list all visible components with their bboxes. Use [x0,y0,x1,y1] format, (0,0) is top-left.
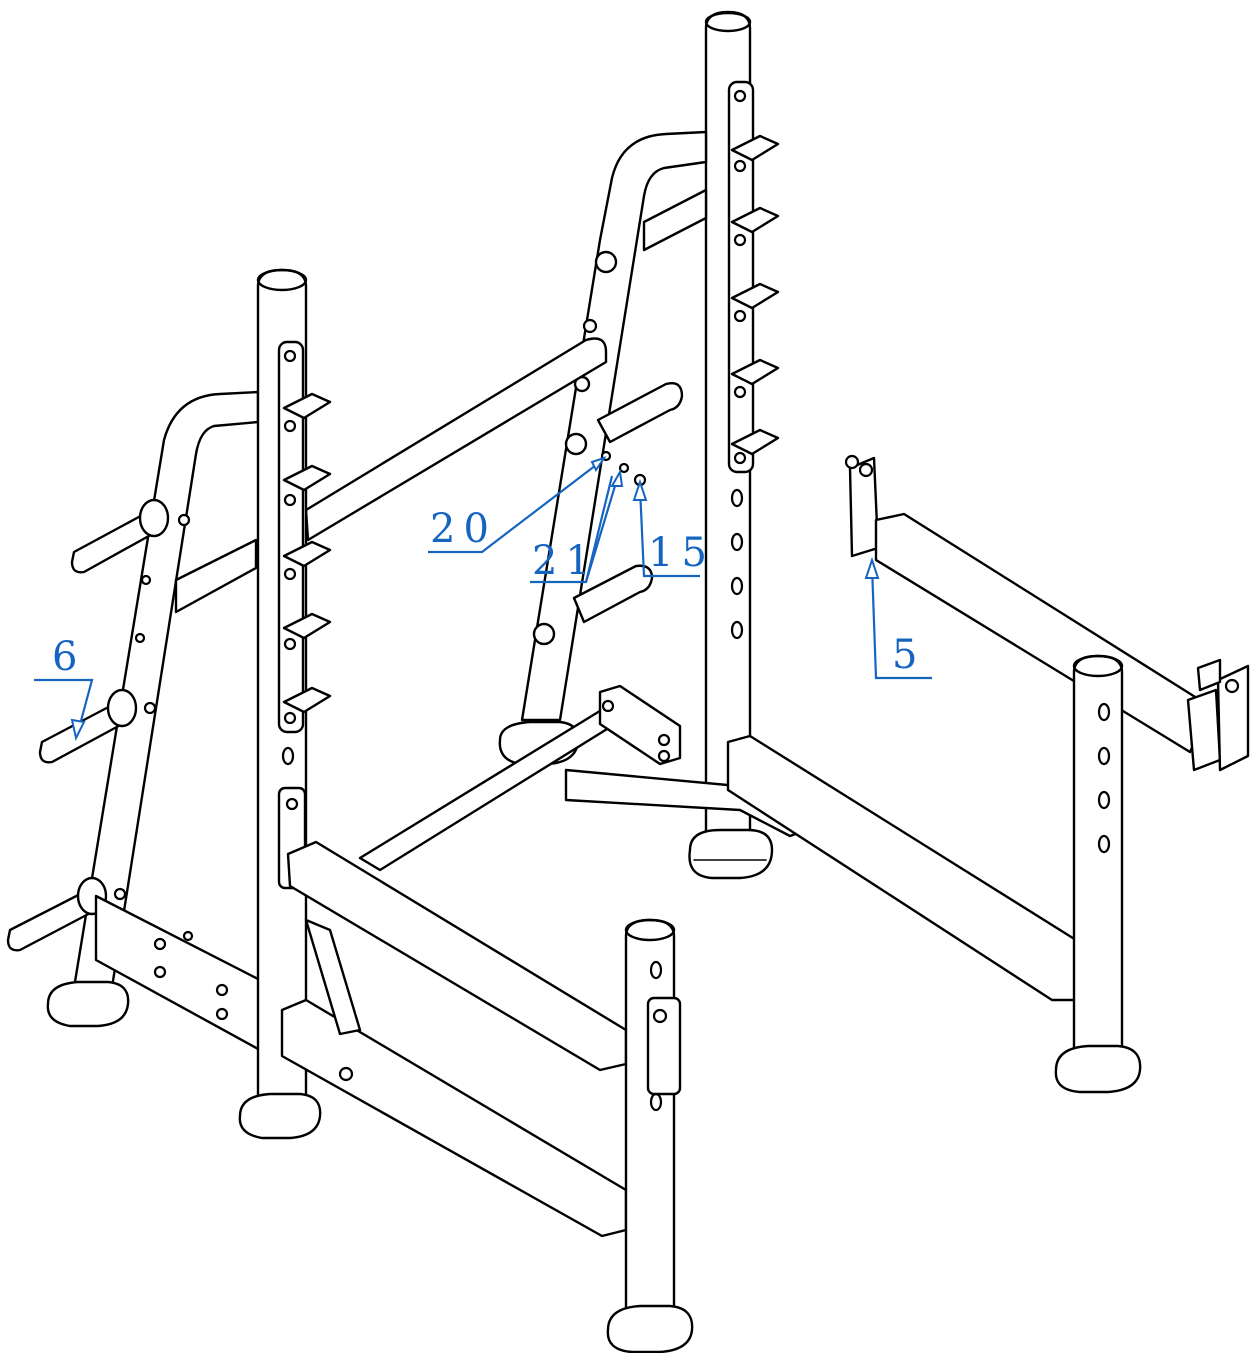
front-right-upright [606,918,694,1353]
back-right-upright [688,10,780,880]
callout-5: 5 [864,556,932,680]
callout-21-label: 21 [532,538,599,584]
callout-5-label: 5 [892,632,925,678]
back-top-tube [642,188,708,252]
callout-20: 20 [428,456,607,554]
callout-15: 15 [632,478,715,578]
callout-15-label: 15 [648,530,715,576]
fastener-hardware [600,450,647,487]
rear-right-short-upright [1054,654,1142,1094]
front-left-upright [238,268,332,1140]
rack-frame [6,10,1250,1353]
left-base-rail [94,894,262,1052]
callout-6-label: 6 [52,634,85,680]
callout-20-label: 20 [430,506,497,552]
callout-6: 6 [34,634,94,741]
right-base-rail [726,734,1078,1002]
back-weight-horns [572,382,684,624]
left-mid-tube [174,538,258,614]
callouts: 20 21 15 6 5 [34,456,932,741]
left-base-holes [153,930,229,1021]
left-plate-storage-arm [6,390,260,1028]
spotter-arm-part-5 [844,454,1250,772]
callout-21: 21 [530,468,624,584]
inner-brace [304,918,362,1036]
top-side-tube [304,337,608,542]
